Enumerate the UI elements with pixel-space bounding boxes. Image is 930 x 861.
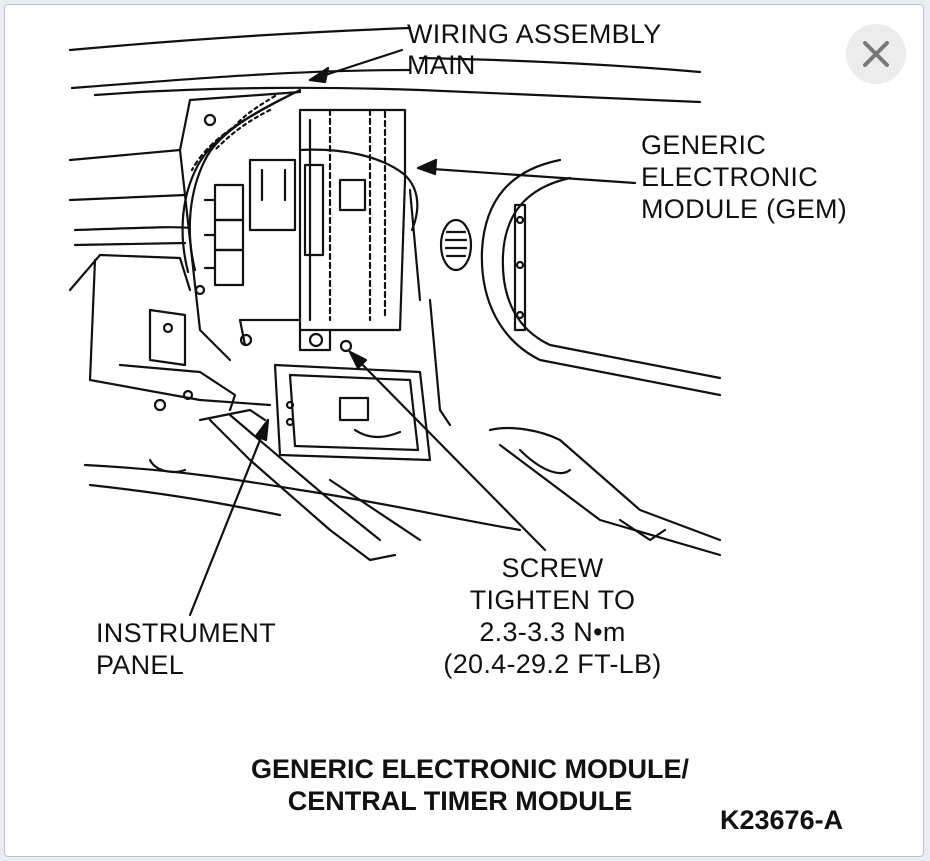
screw-torque-nm: 2.3-3.3 N•m <box>479 617 626 647</box>
wiring-label-line1: WIRING ASSEMBLY <box>407 19 662 49</box>
diagram-caption-line2: CENTRAL TIMER MODULE <box>287 786 633 816</box>
instrument-panel-label-line1: INSTRUMENT <box>96 618 276 648</box>
screw-label-line2: TIGHTEN TO <box>469 585 636 615</box>
image-viewer-frame <box>4 4 924 857</box>
figure-code: K23676-A <box>720 805 844 835</box>
diagram-caption-line1: GENERIC ELECTRONIC MODULE/ <box>250 754 689 784</box>
close-button[interactable] <box>846 24 906 84</box>
wiring-label-line2: MAIN <box>407 50 476 80</box>
screw-label-line1: SCREW <box>501 553 604 583</box>
gem-label-line3: MODULE (GEM) <box>641 194 848 224</box>
close-icon <box>863 41 889 67</box>
gem-label-line2: ELECTRONIC <box>641 162 819 192</box>
screw-torque-ftlb: (20.4-29.2 FT-LB) <box>443 649 662 679</box>
instrument-panel-label-line2: PANEL <box>96 650 185 680</box>
gem-label-line1: GENERIC <box>641 130 767 160</box>
